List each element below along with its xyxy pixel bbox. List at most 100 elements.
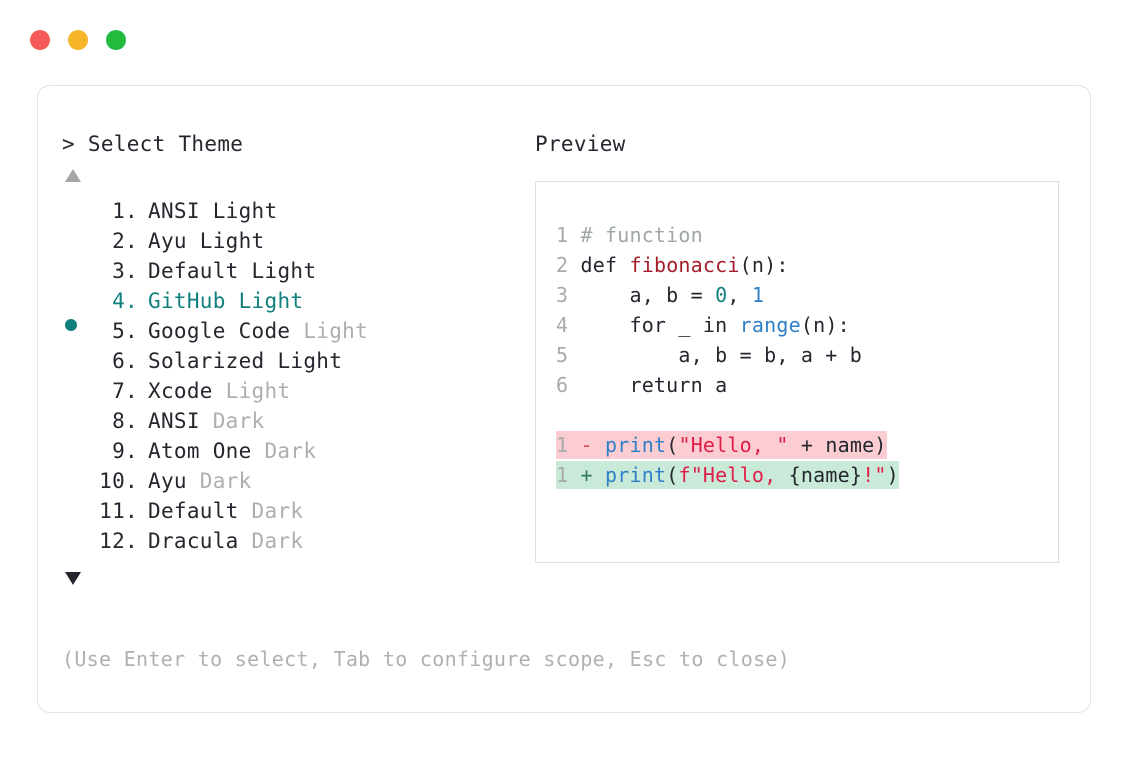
theme-item-variant: Light	[238, 259, 317, 283]
theme-item-name: Atom One	[148, 439, 252, 463]
theme-list-item[interactable]: 6. Solarized Light	[62, 346, 532, 376]
code-line: 4 for _ in range(n):	[556, 310, 1058, 340]
theme-item-index: 9.	[112, 439, 138, 463]
theme-item-variant: Light	[225, 289, 304, 313]
code-token: def	[568, 253, 630, 277]
code-line-number: 6	[556, 373, 569, 397]
code-token: range	[739, 313, 801, 337]
theme-list-item[interactable]: 2. Ayu Light	[62, 226, 532, 256]
code-line-number: 4	[556, 313, 569, 337]
keyboard-hint: (Use Enter to select, Tab to configure s…	[62, 647, 791, 671]
theme-item-variant: Light	[290, 319, 369, 343]
code-token: a, b =	[568, 283, 716, 307]
code-token: !"	[862, 463, 887, 487]
theme-item-name: ANSI	[148, 409, 200, 433]
theme-list-item[interactable]: 5. Google Code Light	[62, 316, 532, 346]
code-token: fibonacci	[629, 253, 740, 277]
theme-item-name: Ayu	[148, 229, 187, 253]
theme-list-item[interactable]: 8. ANSI Dark	[62, 406, 532, 436]
diff-added-line: 1 + print(f"Hello, {name}!")	[556, 460, 1058, 490]
theme-item-index: 4.	[112, 289, 138, 313]
theme-item-variant: Dark	[251, 439, 317, 463]
code-token: )	[886, 463, 899, 487]
theme-list-item[interactable]: 10. Ayu Dark	[62, 466, 532, 496]
code-line: 3 a, b = 0, 1	[556, 280, 1058, 310]
code-token: (n):	[800, 313, 850, 337]
theme-list-item[interactable]: 3.Default Light	[62, 256, 532, 286]
code-token: a, b = b, a + b	[568, 343, 863, 367]
theme-list-item[interactable]: 4. GitHub Light	[62, 286, 532, 331]
code-token: print	[604, 433, 667, 457]
page-title-text: Select Theme	[87, 132, 244, 156]
theme-item-index: 8.	[112, 409, 138, 433]
theme-item-index: 12.	[99, 529, 138, 553]
triangle-down-icon[interactable]	[65, 572, 81, 585]
theme-item-index: 10.	[99, 469, 138, 493]
theme-item-index: 11.	[99, 499, 138, 523]
theme-item-variant: Dark	[238, 529, 304, 553]
theme-list-item[interactable]: 1. ANSI Light	[62, 196, 532, 226]
theme-item-name: Dracula	[148, 529, 239, 553]
code-line: 6 return a	[556, 370, 1058, 400]
selected-bullet-icon	[65, 319, 77, 331]
diff-highlight: 1 + print(f"Hello, {name}!")	[556, 461, 899, 489]
code-line: 2 def fibonacci(n):	[556, 250, 1058, 280]
prompt-symbol: >	[62, 132, 88, 156]
code-token: {name}	[788, 463, 863, 487]
code-token: "Hello, "	[678, 433, 789, 457]
code-token: + name)	[788, 433, 887, 457]
preview-label: Preview	[535, 132, 626, 156]
page-title: > Select Theme	[62, 131, 532, 157]
theme-item-name: ANSI	[148, 199, 200, 223]
diff-highlight: 1 - print("Hello, " + name)	[556, 431, 887, 459]
maximize-dot[interactable]	[106, 30, 126, 50]
code-line-number: 2	[556, 253, 569, 277]
code-token: # function	[568, 223, 703, 247]
theme-item-name: GitHub	[148, 289, 226, 313]
close-dot[interactable]	[30, 30, 50, 50]
theme-item-name: Ayu	[148, 469, 187, 493]
theme-item-index: 2.	[112, 229, 138, 253]
code-token: return a	[568, 373, 728, 397]
theme-item-variant: Light	[264, 349, 343, 373]
theme-item-variant: Light	[199, 199, 278, 223]
window-titlebar	[30, 30, 126, 50]
theme-list-item[interactable]: 9. Atom One Dark	[62, 436, 532, 466]
theme-item-variant: Light	[212, 379, 291, 403]
code-line-number: 5	[556, 343, 569, 367]
code-token: print	[604, 463, 667, 487]
theme-item-name: Solarized	[148, 349, 265, 373]
triangle-up-icon[interactable]	[65, 169, 81, 182]
code-line: 5 a, b = b, a + b	[556, 340, 1058, 370]
theme-item-variant: Dark	[238, 499, 304, 523]
code-token: f"Hello,	[678, 463, 789, 487]
theme-item-index: 6.	[112, 349, 138, 373]
theme-item-index: 5.	[112, 319, 138, 343]
minimize-dot[interactable]	[68, 30, 88, 50]
code-blank-line	[556, 400, 1058, 430]
theme-item-name: Google Code	[148, 319, 291, 343]
code-token: (n):	[739, 253, 789, 277]
theme-item-name: Default	[148, 499, 239, 523]
theme-item-index: 1.	[112, 199, 138, 223]
code-line-number: 3	[556, 283, 569, 307]
code-line: 1 # function	[556, 220, 1058, 250]
code-token: for _ in	[568, 313, 740, 337]
theme-list-item[interactable]: 12. Dracula Dark	[62, 526, 532, 556]
theme-item-index: 7.	[112, 379, 138, 403]
theme-list-item[interactable]: 11. Default Dark	[62, 496, 532, 526]
code-line-number: 1	[556, 223, 569, 247]
code-line-number: 1	[556, 463, 569, 487]
code-line-number: 1	[556, 433, 569, 457]
theme-item-variant: Dark	[186, 469, 252, 493]
code-token: 0	[715, 283, 728, 307]
theme-list-item[interactable]: 7.Xcode Light	[62, 376, 532, 406]
theme-item-variant: Light	[186, 229, 265, 253]
theme-item-variant: Dark	[199, 409, 265, 433]
diff-sign: +	[568, 463, 605, 487]
